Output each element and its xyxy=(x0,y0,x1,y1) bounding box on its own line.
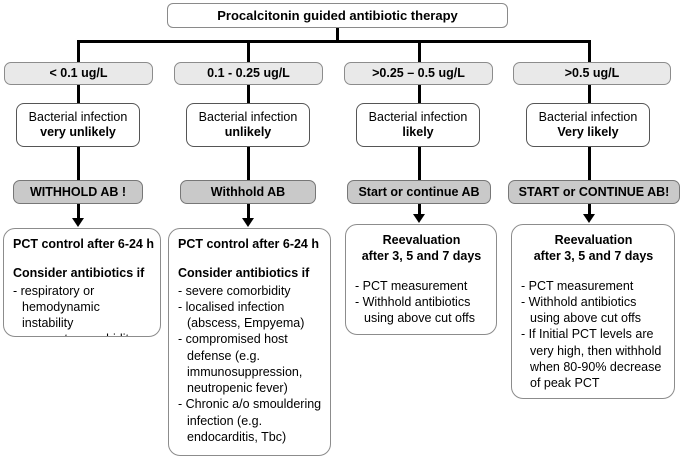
root-node-procalcitonin-guided-antibiotic-therapy: Procalcitonin guided antibiotic therapy xyxy=(167,3,508,28)
detail-item: - localised infection (abscess, Empyema) xyxy=(178,299,305,330)
detail-title-col2: PCT control after 6-24 h xyxy=(178,237,319,251)
connector-col1-action-to-detail xyxy=(77,204,80,221)
detail-title-line1-col4: Reevaluation xyxy=(554,233,633,247)
connector-col2-action-to-detail xyxy=(247,204,250,221)
detail-items-col4: - PCT measurement - Withhold antibiotics… xyxy=(521,278,666,392)
detail-items-col2: - severe comorbidity - localised infecti… xyxy=(178,283,322,446)
connector-col2-threshold-to-infection xyxy=(247,85,250,103)
detail-item: - respiratory or hemodynamic instability xyxy=(13,283,100,331)
action-box-col3: Start or continue AB xyxy=(347,180,491,204)
detail-item: - Chronic a/o smouldering infection (e.g… xyxy=(178,397,322,444)
connector-col4-threshold-to-infection xyxy=(588,85,591,103)
action-box-col4: START or CONTINUE AB! xyxy=(508,180,680,204)
connector-col4-action-to-detail xyxy=(588,204,591,217)
connector-drop-col3 xyxy=(418,40,421,62)
infection-box-col4: Bacterial infection Very likely xyxy=(526,103,650,147)
detail-title-line1-col3: Reevaluation xyxy=(382,233,461,247)
action-label-col3: Start or continue AB xyxy=(358,184,480,199)
infection-label-line2-col3: likely xyxy=(402,125,434,139)
detail-item: - severe comorbidity xyxy=(178,283,291,298)
detail-items-col3: - PCT measurement - Withhold antibiotics… xyxy=(355,278,488,327)
arrowhead-col1 xyxy=(72,218,84,227)
connector-col3-action-to-detail xyxy=(418,204,421,217)
infection-box-col2: Bacterial infection unlikely xyxy=(186,103,310,147)
threshold-label-col3: >0.25 – 0.5 ug/L xyxy=(372,66,465,81)
root-node-label: Procalcitonin guided antibiotic therapy xyxy=(217,7,458,23)
infection-label-line1-col3: Bacterial infection xyxy=(368,110,468,125)
threshold-box-col4: >0.5 ug/L xyxy=(513,62,671,85)
action-label-col4: START or CONTINUE AB! xyxy=(518,184,670,199)
detail-box-col4: Reevaluation after 3, 5 and 7 days - PCT… xyxy=(511,224,675,399)
detail-item: - severest comorbidity xyxy=(13,331,152,336)
detail-item: - Withhold antibiotics using above cut o… xyxy=(355,294,475,325)
infection-label-line1-col4: Bacterial infection xyxy=(538,110,638,125)
threshold-label-col2: 0.1 - 0.25 ug/L xyxy=(207,66,290,81)
connector-col4-infection-to-action xyxy=(588,147,591,180)
detail-item: - Withhold antibiotics using above cut o… xyxy=(521,294,641,325)
infection-label-line2-col2: unlikely xyxy=(224,125,272,139)
connector-distribution-bar xyxy=(77,40,591,43)
detail-title-col1: PCT control after 6-24 h xyxy=(13,237,154,251)
detail-subtitle-col2: Consider antibiotics if xyxy=(178,266,310,281)
detail-box-col2: PCT control after 6-24 h Consider antibi… xyxy=(168,228,331,456)
connector-drop-col2 xyxy=(247,40,250,62)
infection-box-col1: Bacterial infection very unlikely xyxy=(16,103,140,147)
detail-subtitle-col1: Consider antibiotics if xyxy=(13,266,145,281)
connector-root-stem xyxy=(336,28,339,42)
detail-title-line2-col3: after 3, 5 and 7 days xyxy=(361,249,482,264)
infection-box-col3: Bacterial infection likely xyxy=(356,103,480,147)
detail-item: - PCT measurement xyxy=(521,278,634,293)
detail-title-line2-col4: after 3, 5 and 7 days xyxy=(533,249,654,264)
connector-col3-infection-to-action xyxy=(418,147,421,180)
detail-item: - If Initial PCT levels are very high, t… xyxy=(521,327,662,390)
threshold-box-col2: 0.1 - 0.25 ug/L xyxy=(174,62,323,85)
infection-label-line1-col1: Bacterial infection xyxy=(28,110,128,125)
infection-label-line2-col4: Very likely xyxy=(557,125,619,139)
connector-col1-threshold-to-infection xyxy=(77,85,80,103)
infection-label-line2-col1: very unlikely xyxy=(40,125,116,139)
action-box-col1: WITHHOLD AB ! xyxy=(13,180,143,204)
connector-col3-threshold-to-infection xyxy=(418,85,421,103)
detail-box-col1: PCT control after 6-24 h Consider antibi… xyxy=(3,228,161,337)
detail-box-col3: Reevaluation after 3, 5 and 7 days - PCT… xyxy=(345,224,497,335)
arrowhead-col4 xyxy=(583,214,595,223)
action-box-col2: Withhold AB xyxy=(180,180,316,204)
connector-col1-infection-to-action xyxy=(77,147,80,180)
threshold-box-col3: >0.25 – 0.5 ug/L xyxy=(344,62,493,85)
connector-col2-infection-to-action xyxy=(247,147,250,180)
arrowhead-col2 xyxy=(242,218,254,227)
action-label-col2: Withhold AB xyxy=(210,184,286,199)
threshold-box-col1: < 0.1 ug/L xyxy=(4,62,153,85)
infection-label-line1-col2: Bacterial infection xyxy=(198,110,298,125)
threshold-label-col1: < 0.1 ug/L xyxy=(49,66,108,81)
threshold-label-col4: >0.5 ug/L xyxy=(564,66,620,81)
connector-drop-col1 xyxy=(77,40,80,62)
connector-drop-col4 xyxy=(588,40,591,62)
arrowhead-col3 xyxy=(413,214,425,223)
detail-items-col1: - respiratory or hemodynamic instability… xyxy=(13,283,152,337)
action-label-col1: WITHHOLD AB ! xyxy=(29,184,127,199)
detail-item: - compromised host defense (e.g. immunos… xyxy=(178,332,303,395)
detail-item: - PCT measurement xyxy=(355,278,468,293)
